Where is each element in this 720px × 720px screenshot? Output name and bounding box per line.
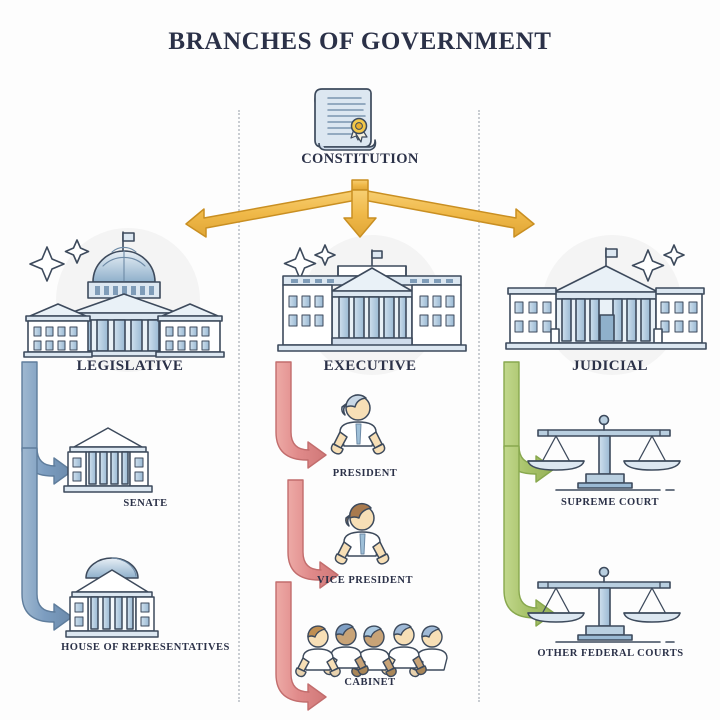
legislative-arrow-senate <box>21 361 73 485</box>
white-house-building-icon <box>277 244 467 352</box>
executive-arrow-vice-president <box>287 479 339 589</box>
node-label-house-of-representatives: HOUSE OF REPRESENTATIVES <box>61 642 230 653</box>
branch-label-judicial: JUDICIAL <box>572 358 648 374</box>
house-of-representatives-building-icon <box>65 557 159 638</box>
senate-building-icon <box>63 427 153 493</box>
legislative-arrow-house <box>21 447 73 631</box>
scales-of-justice-icon <box>527 566 681 643</box>
node-label-vice-president: VICE PRESIDENT <box>317 575 413 586</box>
supreme-court-building-icon <box>505 244 707 350</box>
sparkle-icon <box>283 244 336 280</box>
cabinet-group-icon <box>295 623 448 678</box>
page-title: BRANCHES OF GOVERNMENT <box>168 28 552 55</box>
sparkle-icon <box>631 244 685 282</box>
branch-label-legislative: LEGISLATIVE <box>76 358 184 374</box>
executive-arrow-president <box>275 361 327 469</box>
branch-label-executive: EXECUTIVE <box>323 358 417 374</box>
vice-president-person-icon <box>334 502 390 565</box>
column-divider-right <box>478 110 480 702</box>
sparkle-icon <box>29 239 90 282</box>
executive-arrow-cabinet <box>275 581 327 711</box>
constitution-label: CONSTITUTION <box>301 151 419 167</box>
backdrop-circles <box>56 228 682 375</box>
node-label-supreme-court: SUPREME COURT <box>560 497 659 508</box>
node-label-cabinet: CABINET <box>344 677 396 688</box>
president-person-icon <box>330 394 386 455</box>
scroll-document-icon <box>314 88 377 151</box>
scales-of-justice-icon <box>527 414 681 491</box>
node-label-other-federal-courts: OTHER FEDERAL COURTS <box>537 648 684 659</box>
capitol-building-icon <box>23 231 225 358</box>
judicial-arrow-federal-courts <box>503 445 555 627</box>
node-label-senate: SENATE <box>123 498 168 509</box>
node-label-president: PRESIDENT <box>332 468 398 479</box>
judicial-arrow-supreme-court <box>503 361 555 483</box>
column-divider-left <box>238 110 240 702</box>
